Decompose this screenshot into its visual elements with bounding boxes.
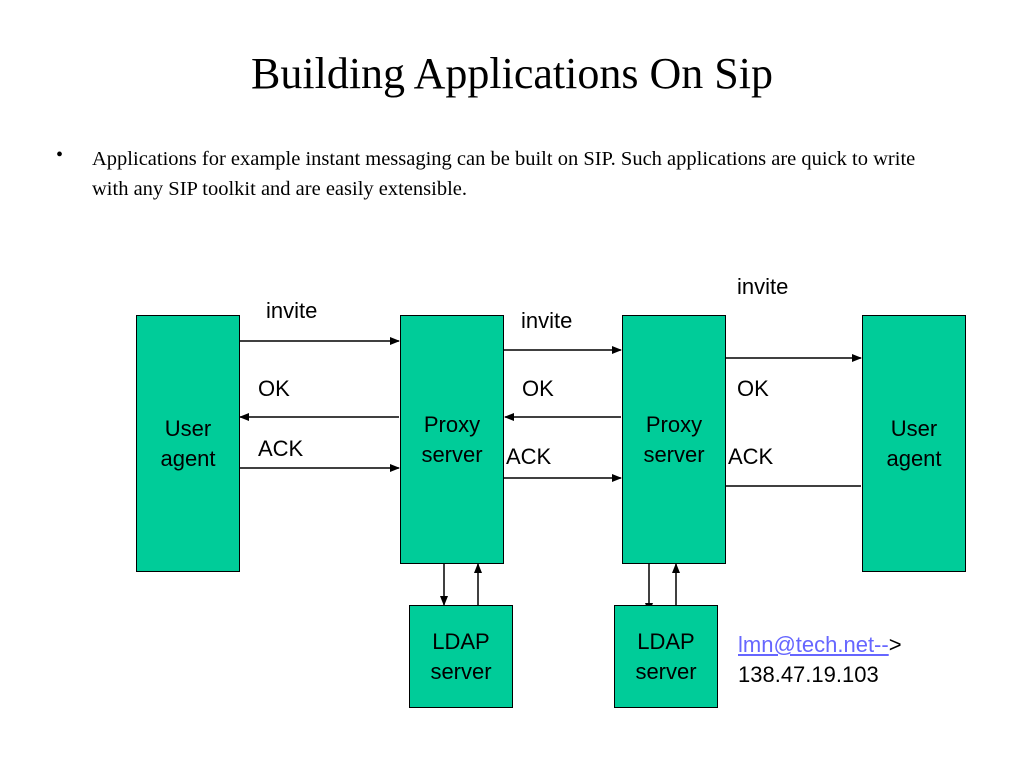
proxy-server-left-box: Proxy server [400,315,504,564]
label-invite-1: invite [266,298,318,323]
ip-address: 138.47.19.103 [738,662,879,687]
label-ok-2: OK [522,376,554,401]
label-ok-3: OK [737,376,769,401]
bullet-dot: • [56,144,64,166]
label-invite-2: invite [521,308,573,333]
email-link[interactable]: lmn@tech.net-- [738,632,889,657]
label-ack-3: ACK [728,444,774,469]
label-invite-3: invite [737,274,789,299]
ldap-server-right-box: LDAP server [614,605,718,708]
label-ack-1: ACK [258,436,304,461]
ldap-server-left-box: LDAP server [409,605,513,708]
slide-title: Building Applications On Sip [251,49,773,98]
label-ok-1: OK [258,376,290,401]
user-agent-left-box: User agent [136,315,240,572]
proxy-server-right-box: Proxy server [622,315,726,564]
mapping-arrow-text: > [888,632,902,657]
dns-mapping-note: lmn@tech.net--> 138.47.19.103 [738,630,902,690]
label-ack-2: ACK [506,444,552,469]
bullet-text: Applications for example instant messagi… [92,148,916,200]
user-agent-right-box: User agent [862,315,966,572]
